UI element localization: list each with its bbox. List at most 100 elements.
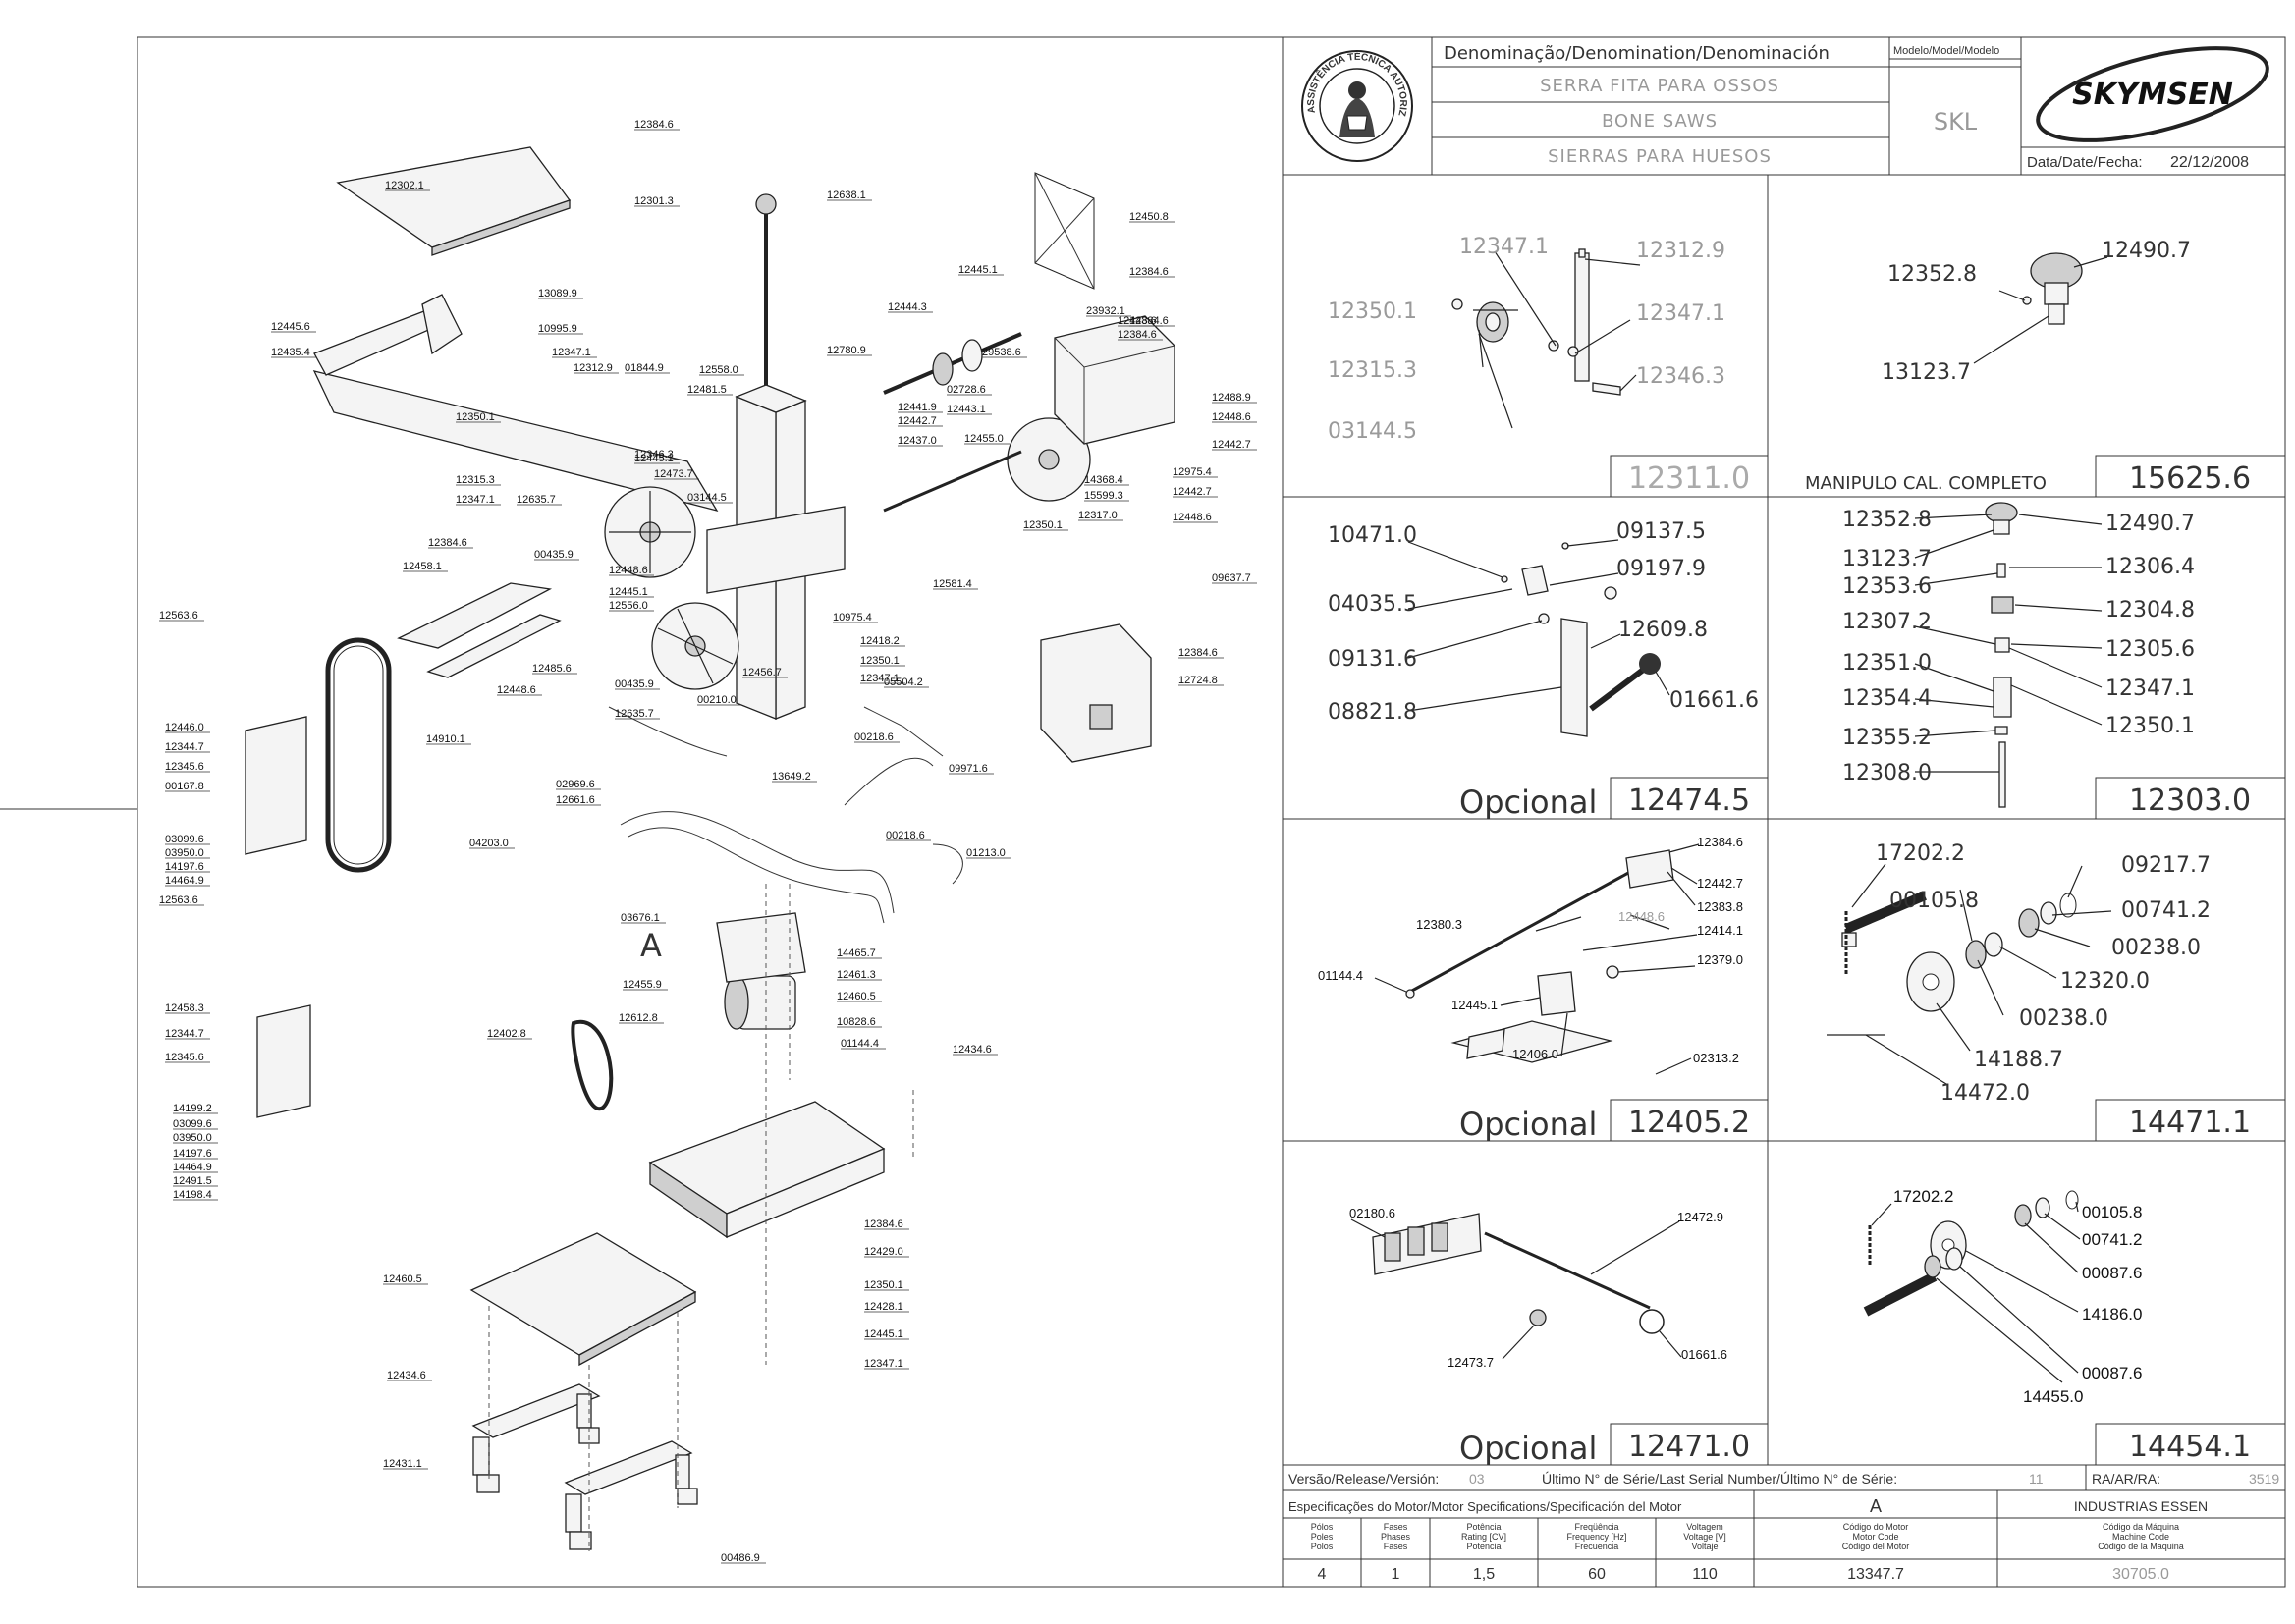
panel-3-label: 10471.0 (1328, 523, 1417, 548)
serial-label: Último N° de Série/Last Serial Number/Úl… (1542, 1471, 1897, 1487)
date-label: Data/Date/Fecha: (2027, 154, 2143, 171)
panel-4-label: 13123.7 (1842, 547, 1932, 571)
panel-8-code: 14454.1 (2129, 1430, 2251, 1464)
authorized-service-seal: ASSISTÊNCIA TÉCNICA AUTORIZADA (0, 0, 1413, 162)
part-number-label: 12445.6 (271, 321, 310, 333)
part-number-label: 12301.3 (634, 195, 674, 207)
part-number-label: 12402.8 (487, 1028, 526, 1040)
company-name: INDUSTRIAS ESSEN (2074, 1498, 2208, 1514)
col-machine-code-h2: Machine Code (2112, 1532, 2169, 1542)
panel-2-label: 13123.7 (1882, 360, 1971, 385)
part-number-label: 12442.7 (898, 415, 937, 427)
panel-5-caption: Opcional (1459, 1106, 1597, 1143)
panel-2-code: 15625.6 (2129, 461, 2251, 496)
panel-4-label: 12353.6 (1842, 574, 1932, 599)
panel-6-label: 14188.7 (1974, 1048, 2063, 1072)
panel-6-label: 17202.2 (1876, 841, 1965, 866)
panel-8-label: 14455.0 (2023, 1387, 2083, 1406)
part-number-label: 12429.0 (864, 1246, 903, 1258)
part-number-label: 12435.4 (271, 347, 310, 358)
motor-letter: A (1870, 1496, 1882, 1516)
panel-4-label: 12354.4 (1842, 686, 1932, 711)
part-number-label: 14199.2 (173, 1103, 212, 1114)
panel-2-drawing (1973, 252, 2108, 364)
panel-grid (1283, 175, 2286, 1466)
part-number-label: 12347.1 (864, 1358, 903, 1370)
panel-6-drawing (1827, 863, 2112, 1085)
part-number-label: 14368.4 (1084, 474, 1123, 486)
panel-5-label: 12380.3 (1416, 917, 1462, 932)
part-number-label: 12481.5 (687, 384, 727, 396)
part-number-label: 12312.9 (574, 362, 613, 374)
panel-7-drawing (1350, 1213, 1682, 1360)
part-number-label: 23932.1 (1086, 305, 1125, 317)
part-number-label: 10975.4 (833, 612, 872, 623)
part-number-label: 12347.1 (552, 347, 591, 358)
part-number-label: 09637.7 (1212, 572, 1251, 584)
part-number-label: 12418.2 (860, 635, 900, 647)
part-number-label: 15599.3 (1084, 490, 1123, 502)
panel-5-label: 12383.8 (1697, 899, 1743, 914)
panel-4-label: 12307.2 (1842, 610, 1932, 634)
panel-6-label: 12320.0 (2060, 969, 2150, 994)
panel-4-label: 12490.7 (2105, 512, 2195, 536)
panel-4-label: 12305.6 (2105, 637, 2195, 662)
panel-1-label: 03144.5 (1328, 419, 1417, 444)
ra-label: RA/AR/RA: (2092, 1471, 2160, 1487)
part-number-label: 12638.1 (827, 189, 866, 201)
part-number-label: 12780.9 (827, 345, 866, 356)
part-number-label: 03144.5 (687, 492, 727, 504)
panel-7-label: 02180.6 (1349, 1206, 1395, 1220)
col-frequency-h1: Freqüência (1574, 1522, 1618, 1532)
panel-6-label: 14472.0 (1940, 1081, 2030, 1106)
panel-6-labels: 17202.2 09217.7 00105.8 00741.2 00238.0 … (1876, 841, 2211, 1106)
part-number-label: 10828.6 (837, 1016, 876, 1028)
part-number-label: 00435.9 (615, 678, 654, 690)
panel-3-code: 12474.5 (1628, 784, 1750, 818)
exploded-view: A (245, 146, 1175, 1551)
part-number-label: 12442.7 (1212, 439, 1251, 451)
col-phases-h3: Fases (1384, 1542, 1408, 1551)
panel-3-label: 04035.5 (1328, 592, 1417, 617)
col-poles-h3: Polos (1311, 1542, 1334, 1551)
part-number-label: 12384.6 (1178, 647, 1218, 659)
version-label: Versão/Release/Versión: (1288, 1471, 1439, 1487)
name-en: BONE SAWS (1602, 111, 1718, 132)
col-frequency-h3: Frecuencia (1575, 1542, 1619, 1551)
part-number-label: 01144.4 (841, 1038, 879, 1050)
panel-3-label: 09137.5 (1616, 519, 1706, 544)
part-number-label: 00210.0 (697, 694, 737, 706)
part-number-label: 12346.3 (634, 449, 674, 460)
panel-4-label: 12355.2 (1842, 726, 1932, 750)
part-number-label: 00218.6 (886, 830, 925, 841)
panel-7-label: 01661.6 (1681, 1347, 1727, 1362)
part-number-label: 14197.6 (165, 861, 204, 873)
footer-table (1283, 1465, 2285, 1587)
part-number-label: 12458.3 (165, 1002, 204, 1014)
panel-5-label: 01144.4 (1318, 968, 1363, 983)
motor-label: A (640, 927, 662, 964)
part-number-label: 12317.0 (1078, 510, 1118, 521)
col-poles-h1: Pólos (1311, 1522, 1334, 1532)
part-number-label: 12344.7 (165, 1028, 204, 1040)
col-motor-code-h2: Motor Code (1852, 1532, 1898, 1542)
part-number-label: 12485.6 (532, 663, 572, 675)
part-number-label: 12635.7 (517, 494, 556, 506)
panel-7-label: 12472.9 (1677, 1210, 1723, 1224)
part-number-label: 12443.1 (947, 404, 986, 415)
col-poles-h2: Poles (1311, 1532, 1334, 1542)
part-number-label: 12448.6 (1118, 315, 1157, 327)
panel-1-label: 12346.3 (1636, 364, 1725, 389)
col-rating-h1: Potência (1466, 1522, 1501, 1532)
col-poles-value: 4 (1318, 1566, 1327, 1583)
panel-4-label: 12351.0 (1842, 651, 1932, 676)
panel-6-label: 09217.7 (2121, 853, 2211, 878)
part-number-label: 29538.6 (982, 347, 1021, 358)
title-block: ASSISTÊNCIA TÉCNICA AUTORIZADA Denominaç… (0, 0, 2285, 176)
part-number-label: 12315.3 (456, 474, 495, 486)
part-number-label: 00218.6 (854, 731, 894, 743)
denomination-header: Denominação/Denomination/Denominación (1444, 43, 1830, 64)
panel-2-caption: MANIPULO CAL. COMPLETO (1805, 473, 2047, 494)
part-number-label: 01213.0 (966, 847, 1006, 859)
col-voltage-value: 110 (1692, 1566, 1718, 1583)
